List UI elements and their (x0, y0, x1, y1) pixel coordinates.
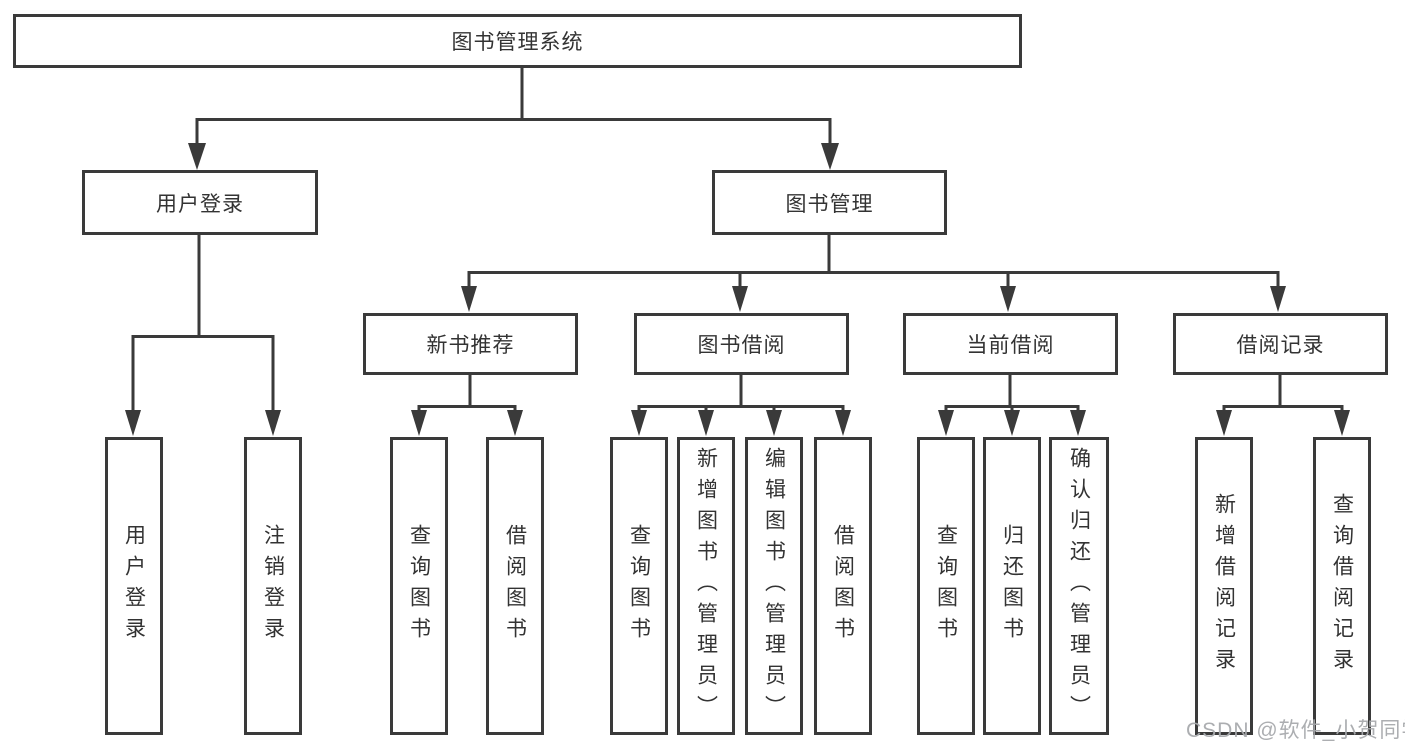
leaf-logout: 注销登录 (244, 437, 302, 735)
arrow-leaf-bor-4 (835, 410, 851, 436)
arrow-leaf-cur-2 (1004, 410, 1020, 436)
leaf-recd-add-record: 新增借阅记录 (1195, 437, 1253, 735)
leaf-bor-borrow-books-label: 借阅图书 (831, 524, 855, 648)
node-book-management-label: 图书管理 (785, 192, 874, 216)
arrow-leaf-cur-3 (1070, 410, 1086, 436)
arrow-leaf-bor-1 (631, 410, 647, 436)
connector-borrow-branch (637, 405, 845, 412)
arrow-leaf-login-2 (265, 410, 281, 436)
arrow-leaf-login-1 (125, 410, 141, 436)
leaf-recd-add-record-label: 新增借阅记录 (1212, 493, 1236, 679)
node-new-book-recommend-label: 新书推荐 (426, 334, 515, 357)
leaf-cur-return-books-label: 归还图书 (1000, 524, 1024, 648)
node-root: 图书管理系统 (13, 14, 1022, 68)
arrow-to-recommend (461, 286, 477, 312)
leaf-rec-borrow-books-label: 借阅图书 (503, 524, 527, 648)
leaf-logout-label: 注销登录 (261, 524, 285, 648)
arrow-leaf-rec-1 (411, 410, 427, 436)
leaf-cur-return-books: 归还图书 (983, 437, 1041, 735)
arrow-to-records (1270, 286, 1286, 312)
leaf-rec-query-books-label: 查询图书 (407, 524, 431, 648)
arrow-leaf-cur-1 (938, 410, 954, 436)
arrow-leaf-recd-1 (1216, 410, 1232, 436)
node-book-borrow: 图书借阅 (634, 313, 849, 375)
leaf-bor-edit-books-admin-label: 编辑图书（管理员） (762, 446, 786, 726)
leaf-bor-query-books-label: 查询图书 (627, 524, 651, 648)
node-root-label: 图书管理系统 (451, 31, 584, 54)
node-borrow-records: 借阅记录 (1173, 313, 1388, 375)
connector-recommend-branch (417, 405, 517, 412)
leaf-user-login-label: 用户登录 (122, 524, 146, 648)
leaf-bor-borrow-books: 借阅图书 (814, 437, 872, 735)
arrow-leaf-bor-3 (766, 410, 782, 436)
leaf-cur-query-books-label: 查询图书 (934, 524, 958, 648)
leaf-rec-query-books: 查询图书 (390, 437, 448, 735)
leaf-bor-add-books-admin-label: 新增图书（管理员） (694, 446, 718, 726)
arrow-leaf-bor-2 (698, 410, 714, 436)
node-user-login-label: 用户登录 (156, 192, 244, 216)
csdn-watermark: CSDN @软件_小贺同学 (1186, 719, 1405, 742)
leaf-cur-confirm-return-admin: 确认归还（管理员） (1049, 437, 1109, 735)
leaf-bor-edit-books-admin: 编辑图书（管理员） (745, 437, 803, 735)
connector-login-branch (131, 335, 275, 411)
connector-root-branch (195, 118, 832, 145)
arrow-to-borrow (732, 286, 748, 312)
node-borrow-records-label: 借阅记录 (1236, 334, 1325, 357)
node-current-borrow-label: 当前借阅 (966, 334, 1055, 357)
arrow-to-user-login (188, 143, 206, 170)
node-book-management: 图书管理 (712, 170, 947, 235)
leaf-bor-add-books-admin: 新增图书（管理员） (677, 437, 735, 735)
leaf-rec-borrow-books: 借阅图书 (486, 437, 544, 735)
leaf-bor-query-books: 查询图书 (610, 437, 668, 735)
node-user-login: 用户登录 (82, 170, 318, 235)
connector-mgmt-branch (467, 271, 1280, 287)
leaf-user-login: 用户登录 (105, 437, 163, 735)
leaf-recd-query-record-label: 查询借阅记录 (1330, 493, 1354, 679)
leaf-cur-query-books: 查询图书 (917, 437, 975, 735)
node-book-borrow-label: 图书借阅 (697, 334, 786, 357)
arrow-to-book-mgmt (821, 143, 839, 170)
arrowheads (125, 143, 1350, 436)
leaf-recd-query-record: 查询借阅记录 (1313, 437, 1371, 735)
leaf-cur-confirm-return-admin-label: 确认归还（管理员） (1067, 446, 1091, 726)
arrow-to-current (1000, 286, 1016, 312)
connector-records-branch (1222, 405, 1344, 412)
arrow-leaf-recd-2 (1334, 410, 1350, 436)
arrow-leaf-rec-2 (507, 410, 523, 436)
node-new-book-recommend: 新书推荐 (363, 313, 578, 375)
node-current-borrow: 当前借阅 (903, 313, 1118, 375)
